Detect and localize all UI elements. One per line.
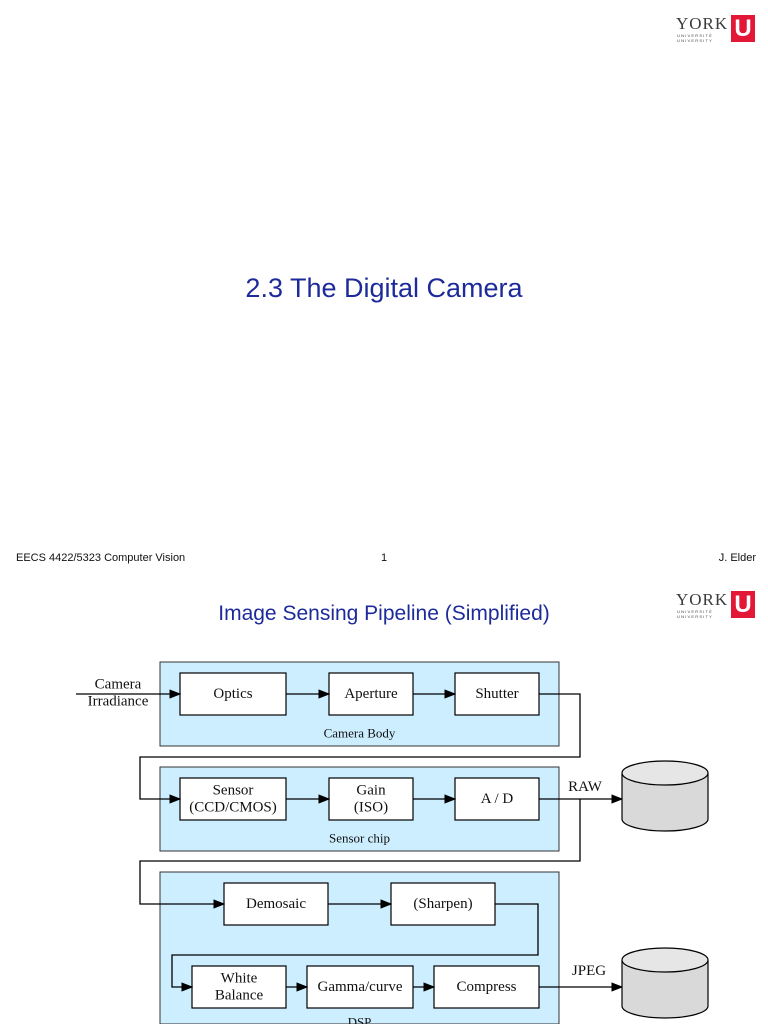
block-label: Demosaic	[246, 896, 306, 912]
arrow-sharpen-whitebalance	[171, 903, 539, 992]
block-label: Gamma/curve	[318, 979, 403, 995]
storage-cylinder-top	[621, 947, 709, 973]
arrow-shutter-sensor	[139, 693, 581, 804]
slide-title-text: 2.3 The Digital Camera	[245, 273, 523, 303]
storage-cylinder-body	[621, 960, 709, 1019]
block-box	[454, 672, 540, 716]
slide-title: YORK UNIVERSITÉ UNIVERSITY U 2.3 The Dig…	[16, 15, 756, 564]
storage-cylinder-body	[621, 773, 709, 832]
logo-line-1: UNIVERSITÉ	[677, 33, 714, 38]
block-sensor: Sensor(CCD/CMOS)	[179, 777, 287, 821]
york-university-logo: YORK UNIVERSITÉ UNIVERSITY U	[676, 15, 756, 45]
block-box	[223, 882, 329, 926]
input-label-line: Camera	[95, 677, 142, 693]
output-raw-storage: RAW	[568, 760, 709, 832]
block-box	[433, 965, 540, 1009]
block-optics: Optics	[179, 672, 287, 716]
block-box	[328, 672, 414, 716]
group-label: Sensor chip	[329, 831, 390, 846]
block-aperture: Aperture	[328, 672, 414, 716]
block-label: White	[221, 971, 258, 987]
logo-line-2: UNIVERSITY	[677, 614, 714, 619]
storage-cylinder-top	[621, 760, 709, 786]
block-box	[191, 965, 287, 1009]
block-compress: Compress	[433, 965, 540, 1009]
output-label: JPEG	[572, 963, 606, 979]
block-label: Aperture	[344, 686, 398, 702]
block-label: Shutter	[475, 686, 518, 702]
block-label: Optics	[213, 686, 252, 702]
block-box	[306, 965, 414, 1009]
block-gain: Gain(ISO)	[328, 777, 414, 821]
block-label: (ISO)	[354, 799, 388, 815]
footer-page-number: 1	[381, 552, 388, 564]
output-label: RAW	[568, 779, 603, 795]
block-box	[390, 882, 496, 926]
york-university-logo: YORK UNIVERSITÉ UNIVERSITY U	[676, 591, 756, 621]
slide-pipeline: YORK UNIVERSITÉ UNIVERSITY U Image Sensi…	[0, 580, 768, 1024]
block-gamma-curve: Gamma/curve	[306, 965, 414, 1009]
slide-pipeline-title: Image Sensing Pipeline (Simplified)	[218, 602, 550, 625]
group-label: DSP	[348, 1015, 372, 1024]
footer-course: EECS 4422/5323 Computer Vision	[16, 552, 186, 564]
group-label: Camera Body	[324, 726, 396, 741]
block-label: Gain	[356, 783, 386, 799]
block-box	[328, 777, 414, 821]
arrow-ad-demosaic	[139, 799, 581, 909]
output-jpeg-storage: JPEG	[572, 947, 709, 1019]
logo-wordmark: YORK	[676, 14, 729, 33]
block-sharpen: (Sharpen)	[390, 882, 496, 926]
block-ad: A / D	[454, 777, 540, 821]
logo-wordmark: YORK	[676, 590, 729, 609]
input-label-line: Irradiance	[88, 693, 149, 709]
block-label: (CCD/CMOS)	[189, 799, 277, 815]
block-label: Sensor	[213, 783, 254, 799]
block-demosaic: Demosaic	[223, 882, 329, 926]
logo-line-2: UNIVERSITY	[677, 38, 714, 43]
footer-author: J. Elder	[718, 552, 756, 564]
block-shutter: Shutter	[454, 672, 540, 716]
logo-line-1: UNIVERSITÉ	[677, 609, 714, 614]
block-label: Balance	[215, 987, 264, 1003]
logo-u-mark: U	[731, 591, 755, 618]
logo-u-mark: U	[731, 15, 755, 42]
block-label: A / D	[481, 791, 514, 807]
block-box	[179, 777, 287, 821]
block-label: (Sharpen)	[413, 896, 472, 912]
block-label: Compress	[457, 979, 517, 995]
